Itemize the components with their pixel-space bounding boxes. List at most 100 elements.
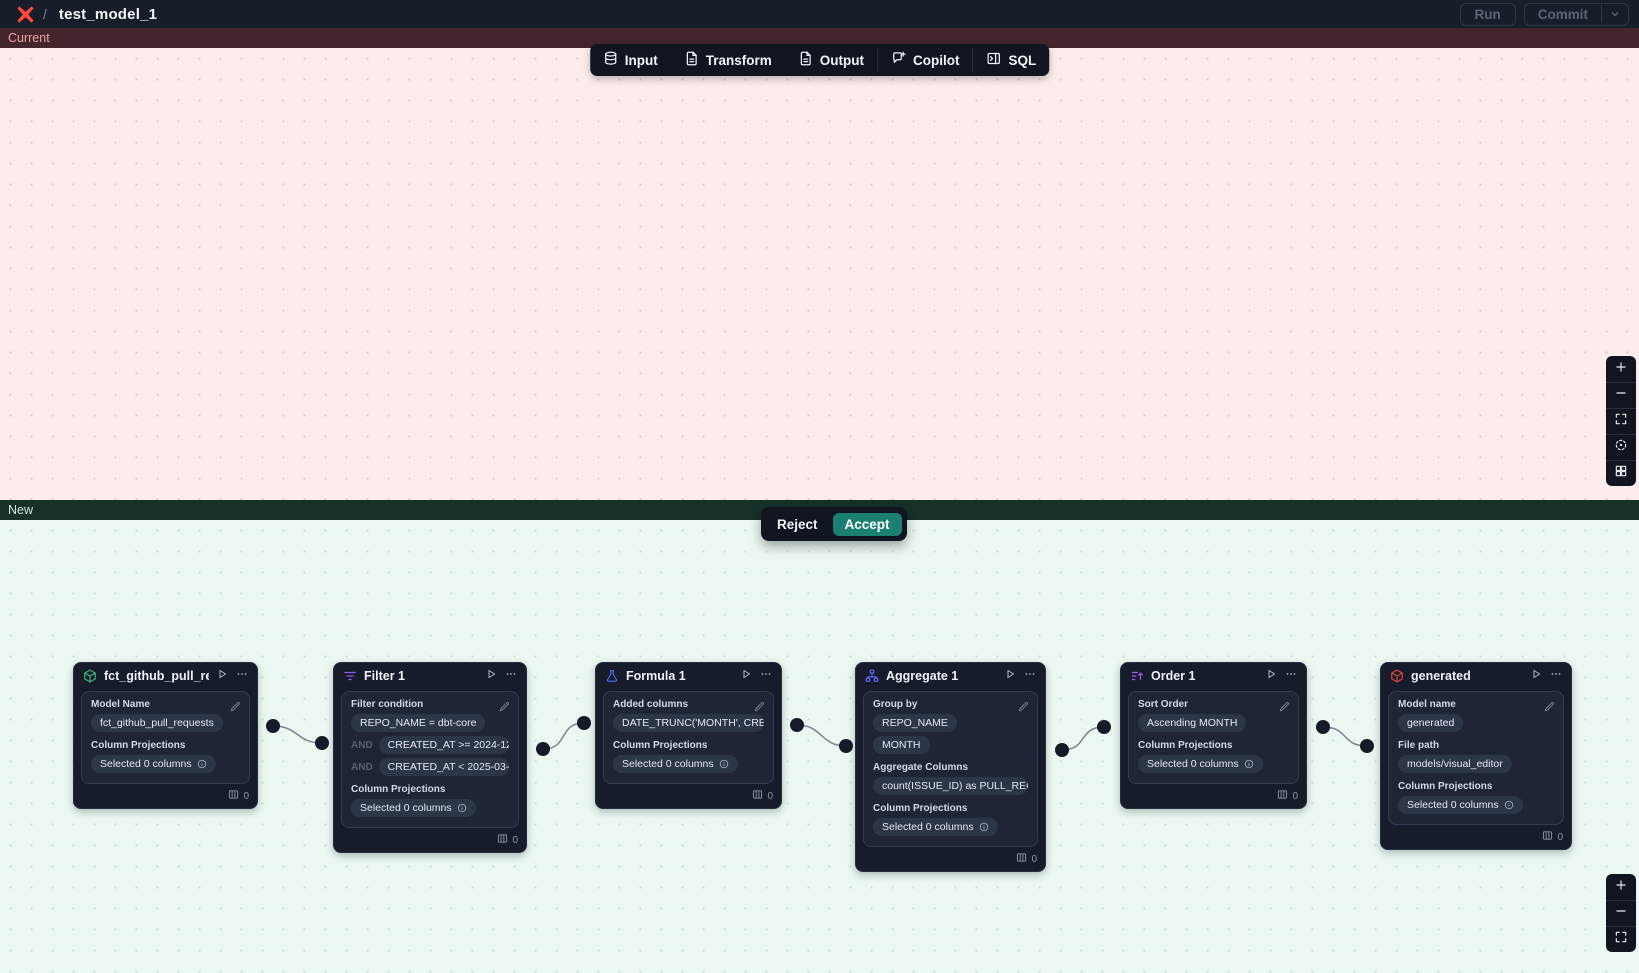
field-value-row: Ascending MONTH	[1138, 714, 1289, 732]
edge-port-dot[interactable]	[1055, 743, 1069, 757]
toolbar-item-copilot[interactable]: Copilot	[878, 44, 973, 76]
node-title: fct_github_pull_requests	[104, 669, 209, 683]
value-pill[interactable]: count(ISSUE_ID) as PULL_REQUEST_…	[873, 777, 1028, 795]
node-formula-1[interactable]: Formula 1 Added columnsDATE_TRUNC('MONTH…	[595, 662, 782, 809]
zoom-in-button[interactable]	[1606, 356, 1636, 382]
node-field: Model namegenerated	[1398, 699, 1554, 732]
new-version-canvas[interactable]: fct_github_pull_requests Model Namefct_g…	[0, 520, 1639, 973]
edit-icon[interactable]	[499, 699, 510, 717]
value-pill[interactable]: fct_github_pull_requests	[91, 714, 223, 732]
fit-view-button[interactable]	[1606, 408, 1636, 434]
more-options-icon[interactable]	[505, 667, 517, 685]
locate-button[interactable]	[1606, 434, 1636, 460]
edge-port-dot[interactable]	[315, 736, 329, 750]
zoom-out-button[interactable]	[1606, 900, 1636, 926]
play-icon[interactable]	[1004, 667, 1016, 685]
chevron-down-icon[interactable]	[1601, 5, 1628, 23]
more-options-icon[interactable]	[1285, 667, 1297, 685]
value-pill[interactable]: Selected 0 columns	[1398, 796, 1523, 814]
value-pill[interactable]: Selected 0 columns	[613, 755, 738, 773]
field-value-row: ANDCREATED_AT < 2025-03-01	[351, 758, 509, 776]
current-version-canvas[interactable]	[0, 48, 1639, 500]
more-options-icon[interactable]	[1024, 667, 1036, 685]
columns-count-icon	[1277, 789, 1288, 803]
toolbar-item-transform[interactable]: Transform	[671, 44, 785, 76]
field-value-row: Selected 0 columns	[873, 818, 1028, 836]
play-icon[interactable]	[216, 667, 228, 685]
edit-icon[interactable]	[754, 699, 765, 717]
play-icon[interactable]	[740, 667, 752, 685]
edge-port-dot[interactable]	[536, 742, 550, 756]
canvas-controls-new	[1606, 874, 1636, 952]
commit-button[interactable]: Commit	[1525, 4, 1601, 25]
info-icon[interactable]	[1244, 759, 1254, 769]
info-icon[interactable]	[719, 759, 729, 769]
node-field: Model Namefct_github_pull_requests	[91, 699, 240, 732]
reject-button[interactable]: Reject	[766, 513, 829, 536]
value-pill[interactable]: REPO_NAME	[873, 714, 957, 732]
node-toolbar: Input Transform Output Copilot SQL	[590, 44, 1050, 76]
grid-layout-button[interactable]	[1606, 460, 1636, 486]
dbt-logo[interactable]	[16, 5, 35, 24]
zoom-out-button[interactable]	[1606, 382, 1636, 408]
value-pill[interactable]: Selected 0 columns	[351, 799, 476, 817]
value-pill[interactable]: generated	[1398, 714, 1463, 732]
edge-port-dot[interactable]	[1316, 720, 1330, 734]
node-footer: 0	[596, 789, 781, 808]
value-pill[interactable]: Selected 0 columns	[91, 755, 216, 773]
accept-button[interactable]: Accept	[833, 513, 902, 536]
info-icon[interactable]	[197, 759, 207, 769]
zoom-in-button[interactable]	[1606, 874, 1636, 900]
edge-port-dot[interactable]	[1097, 720, 1111, 734]
more-options-icon[interactable]	[236, 667, 248, 685]
run-button[interactable]: Run	[1460, 3, 1516, 26]
edit-icon[interactable]	[230, 699, 241, 717]
edge-port-dot[interactable]	[266, 719, 280, 733]
value-pill[interactable]: Selected 0 columns	[1138, 755, 1263, 773]
edit-icon[interactable]	[1018, 699, 1029, 717]
node-title: Order 1	[1151, 669, 1258, 683]
play-icon[interactable]	[485, 667, 497, 685]
node-field: File pathmodels/visual_editor	[1398, 740, 1554, 773]
field-label: Column Projections	[91, 740, 240, 751]
node-fct-github-pull-requests[interactable]: fct_github_pull_requests Model Namefct_g…	[73, 662, 258, 809]
edge-port-dot[interactable]	[577, 716, 591, 730]
toolbar-item-input[interactable]: Input	[590, 44, 671, 76]
edge-port-dot[interactable]	[790, 718, 804, 732]
value-pill[interactable]: DATE_TRUNC('MONTH', CREATED_AT…	[613, 714, 764, 732]
info-icon[interactable]	[979, 822, 989, 832]
toolbar-item-sql[interactable]: SQL	[974, 44, 1050, 76]
value-pill[interactable]: REPO_NAME = dbt-core	[351, 714, 485, 732]
value-pill[interactable]: models/visual_editor	[1398, 755, 1512, 773]
edit-icon[interactable]	[1544, 699, 1555, 717]
node-aggregate-1[interactable]: Aggregate 1 Group byREPO_NAMEMONTHAggreg…	[855, 662, 1046, 872]
play-icon[interactable]	[1265, 667, 1277, 685]
info-icon[interactable]	[457, 803, 467, 813]
edge-port-dot[interactable]	[839, 739, 853, 753]
field-value-row: generated	[1398, 714, 1554, 732]
edit-icon[interactable]	[1279, 699, 1290, 717]
more-options-icon[interactable]	[1550, 667, 1562, 685]
database-icon	[603, 51, 618, 69]
edge-port-dot[interactable]	[1360, 739, 1374, 753]
page-title: test_model_1	[59, 6, 157, 23]
fit-view-button[interactable]	[1606, 926, 1636, 952]
value-pill[interactable]: Ascending MONTH	[1138, 714, 1246, 732]
node-header: fct_github_pull_requests	[74, 663, 257, 688]
node-generated[interactable]: generated Model namegeneratedFile pathmo…	[1380, 662, 1572, 850]
node-footer: 0	[74, 789, 257, 808]
value-pill[interactable]: CREATED_AT >= 2024-12-01	[379, 736, 509, 754]
column-count: 0	[1557, 832, 1563, 843]
play-icon[interactable]	[1530, 667, 1542, 685]
node-body: Filter conditionREPO_NAME = dbt-coreANDC…	[341, 691, 519, 828]
value-pill[interactable]: Selected 0 columns	[873, 818, 998, 836]
more-options-icon[interactable]	[760, 667, 772, 685]
node-header: generated	[1381, 663, 1571, 688]
node-order-1[interactable]: Order 1 Sort OrderAscending MONTHColumn …	[1120, 662, 1307, 809]
breadcrumb-separator: /	[43, 6, 47, 22]
toolbar-item-output[interactable]: Output	[785, 44, 877, 76]
node-filter-1[interactable]: Filter 1 Filter conditionREPO_NAME = dbt…	[333, 662, 527, 853]
value-pill[interactable]: MONTH	[873, 736, 930, 754]
info-icon[interactable]	[1504, 800, 1514, 810]
value-pill[interactable]: CREATED_AT < 2025-03-01	[379, 758, 509, 776]
